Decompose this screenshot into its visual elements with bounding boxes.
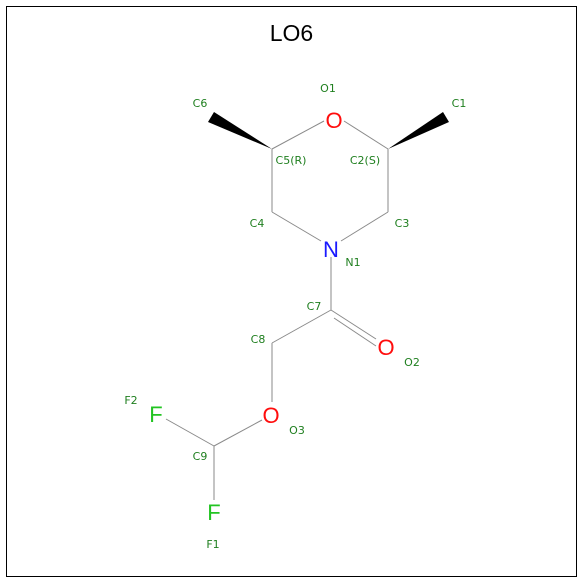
label-c6: C6 <box>193 97 208 110</box>
atom-o3: O <box>262 403 279 428</box>
bond-c3-n1 <box>340 211 389 242</box>
label-f1: F1 <box>206 538 219 551</box>
label-c7: C7 <box>307 300 322 313</box>
bond-c9-f2 <box>165 418 215 447</box>
label-o3: O3 <box>289 424 305 437</box>
label-c1: C1 <box>452 97 467 110</box>
bond-c4-n1 <box>271 211 322 242</box>
bond-o1-c5 <box>271 120 325 150</box>
label-n1: N1 <box>345 256 360 269</box>
label-c3: C3 <box>395 217 410 230</box>
atom-n1: N <box>323 237 339 262</box>
label-c8: C8 <box>251 333 266 346</box>
molecule-title: LO6 <box>269 20 314 46</box>
bond-o1-c2 <box>343 120 389 150</box>
atom-f2: F <box>149 402 162 427</box>
bond-o3-c9 <box>213 419 263 447</box>
label-o1: O1 <box>320 82 336 95</box>
label-c2: C2(S) <box>350 154 380 167</box>
bond-c7-o2-b <box>333 317 377 347</box>
atom-o2: O <box>377 335 394 360</box>
atom-o1: O <box>325 108 342 133</box>
bond-c7-o2-a <box>330 309 377 340</box>
atom-f1: F <box>207 500 220 525</box>
label-f2: F2 <box>124 394 137 407</box>
label-c5: C5(R) <box>276 154 307 167</box>
bond-c7-c8 <box>271 309 332 344</box>
wedge-c2-c1 <box>388 112 449 149</box>
label-o2: O2 <box>404 356 420 369</box>
label-c4: C4 <box>250 217 265 230</box>
label-c9: C9 <box>193 450 208 463</box>
wedge-c5-c6 <box>208 112 272 149</box>
diagram-frame <box>6 6 577 577</box>
